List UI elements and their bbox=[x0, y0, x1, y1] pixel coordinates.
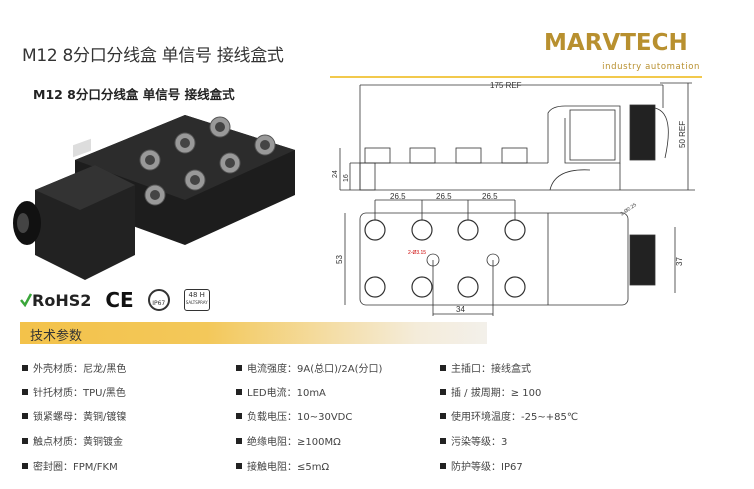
bullet-icon bbox=[236, 437, 242, 444]
spec-text: LED电流：10mA bbox=[247, 388, 326, 399]
spec-item: 污染等级：3 bbox=[440, 433, 507, 448]
section-title: 技术参数 bbox=[30, 329, 83, 344]
spec-text: 接触电阻：≤5mΩ bbox=[247, 462, 330, 473]
bullet-icon bbox=[22, 388, 28, 395]
salt-spray-hours: 48 H bbox=[188, 291, 205, 299]
certification-row: RoHS2 CE IP67 48 H SALTSPRAY bbox=[20, 288, 210, 312]
dim-length: 175 REF bbox=[490, 81, 522, 90]
spec-text: 锁紧螺母：黄铜/镀镍 bbox=[33, 412, 127, 423]
dim-h1: 24 bbox=[332, 170, 339, 178]
dim-cable: 37 bbox=[675, 257, 684, 266]
spec-item: 接触电阻：≤5mΩ bbox=[236, 458, 329, 473]
divider bbox=[330, 76, 702, 78]
dim-pitch-2: 26.5 bbox=[436, 192, 452, 201]
dim-slot: 2-Ø2.25 bbox=[620, 202, 638, 217]
spec-text: 主插口：接线盒式 bbox=[451, 364, 531, 375]
spec-text: 密封圈：FPM/FKM bbox=[33, 462, 118, 473]
salt-spray-label: SALTSPRAY bbox=[185, 300, 208, 305]
spec-text: 针托材质：TPU/黑色 bbox=[33, 388, 126, 399]
check-icon bbox=[20, 293, 32, 307]
spec-item: 负载电压：10~30VDC bbox=[236, 408, 352, 423]
bullet-icon bbox=[440, 412, 446, 419]
bullet-icon bbox=[22, 437, 28, 444]
spec-text: 绝缘电阻：≥100MΩ bbox=[247, 437, 341, 448]
bullet-icon bbox=[236, 364, 242, 371]
bullet-icon bbox=[440, 388, 446, 395]
bullet-icon bbox=[440, 462, 446, 469]
dim-pitch-1: 26.5 bbox=[390, 192, 406, 201]
spec-item: 锁紧螺母：黄铜/镀镍 bbox=[22, 408, 126, 423]
bullet-icon bbox=[22, 462, 28, 469]
bullet-icon bbox=[22, 364, 28, 371]
ce-icon: CE bbox=[105, 288, 134, 312]
ip67-icon: IP67 bbox=[147, 289, 170, 311]
bullet-icon bbox=[440, 437, 446, 444]
spec-text: 电流强度：9A(总口)/2A(分口) bbox=[247, 364, 383, 375]
rohs-label: RoHS2 bbox=[32, 290, 92, 310]
spec-text: 外壳材质：尼龙/黑色 bbox=[33, 364, 127, 375]
spec-item: 外壳材质：尼龙/黑色 bbox=[22, 360, 126, 375]
spec-text: 污染等级：3 bbox=[451, 437, 508, 448]
bullet-icon bbox=[236, 412, 242, 419]
dim-pitch-3: 26.5 bbox=[482, 192, 498, 201]
side-view-drawing: 175 REF 50 REF 24 16 bbox=[332, 81, 695, 191]
bullet-icon bbox=[22, 412, 28, 419]
bullet-icon bbox=[440, 364, 446, 371]
ip67-label: IP67 bbox=[152, 300, 166, 307]
bullet-icon bbox=[236, 462, 242, 469]
spec-text: 防护等级：IP67 bbox=[451, 462, 523, 473]
product-image bbox=[13, 115, 295, 280]
rohs-icon: RoHS2 bbox=[20, 291, 91, 310]
logo-tagline: industry automation bbox=[602, 62, 700, 72]
spec-item: LED电流：10mA bbox=[236, 384, 326, 399]
page-title: M12 8分口分线盒 单信号 接线盒式 bbox=[22, 46, 284, 66]
dim-hole-dia: 2-Ø3.15 bbox=[408, 250, 426, 256]
spec-item: 绝缘电阻：≥100MΩ bbox=[236, 433, 341, 448]
spec-item: 使用环境温度：-25~+85℃ bbox=[440, 408, 578, 423]
spec-item: 密封圈：FPM/FKM bbox=[22, 458, 118, 473]
spec-text: 触点材质：黄铜镀金 bbox=[33, 437, 123, 448]
spec-text: 使用环境温度：-25~+85℃ bbox=[451, 412, 579, 423]
dim-hole-spacing: 34 bbox=[456, 305, 465, 314]
spec-text: 负载电压：10~30VDC bbox=[247, 412, 353, 423]
spec-item: 电流强度：9A(总口)/2A(分口) bbox=[236, 360, 382, 375]
spec-item: 防护等级：IP67 bbox=[440, 458, 523, 473]
brand-logo: MARVTECH industry automation bbox=[544, 30, 704, 76]
product-subtitle: M12 8分口分线盒 单信号 接线盒式 bbox=[33, 87, 235, 102]
spec-item: 触点材质：黄铜镀金 bbox=[22, 433, 123, 448]
section-header: 技术参数 bbox=[20, 322, 487, 344]
dim-height: 50 REF bbox=[678, 121, 687, 148]
spec-item: 主插口：接线盒式 bbox=[440, 360, 531, 375]
dim-width: 53 bbox=[335, 255, 344, 264]
salt-spray-icon: 48 H SALTSPRAY bbox=[183, 289, 210, 311]
spec-item: 针托材质：TPU/黑色 bbox=[22, 384, 126, 399]
logo-brand: MARVTECH bbox=[544, 30, 688, 56]
spec-text: 插 / 拔周期：≥ 100 bbox=[451, 388, 542, 399]
spec-item: 插 / 拔周期：≥ 100 bbox=[440, 384, 541, 399]
dim-h2: 16 bbox=[343, 174, 350, 182]
bullet-icon bbox=[236, 388, 242, 395]
top-view-drawing: 26.5 26.5 26.5 34 2-Ø3.15 2-Ø2.25 53 37 bbox=[335, 192, 684, 316]
